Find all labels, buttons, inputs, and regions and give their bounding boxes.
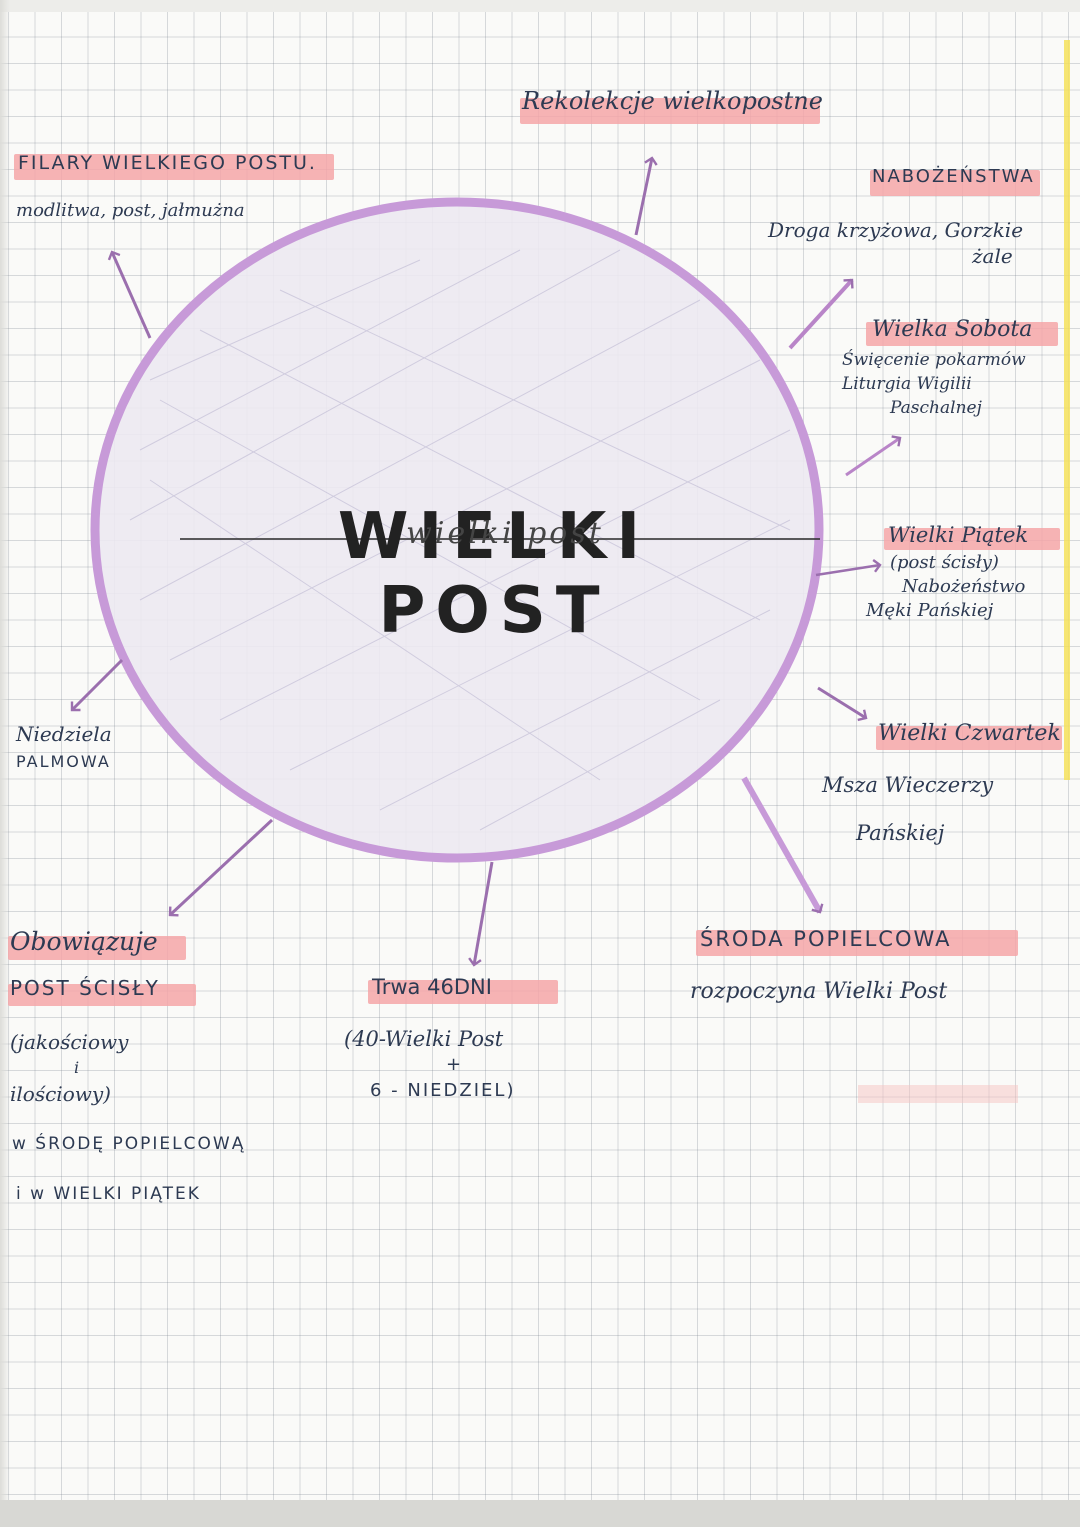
arrow-filary	[107, 250, 152, 339]
label-nabozenstwa-title: NABOŻEŃSTWA	[872, 166, 1035, 187]
highlight-wielka-sobota	[866, 322, 1058, 346]
arrow-wielki-piatek	[815, 559, 882, 577]
label-trwa-line1: (40-Wielki Post	[344, 1027, 504, 1051]
highlight-obowiazuje-line2	[8, 984, 196, 1006]
arrow-niedziela	[70, 658, 124, 712]
arrow-obowiazuje	[168, 818, 274, 917]
arrow-sroda	[741, 776, 824, 914]
label-niedziela-line2: PALMOWA	[16, 752, 111, 771]
center-title-strikeline	[180, 538, 820, 540]
label-wielki-piatek-line3: Męki Pańskiej	[866, 600, 994, 621]
arrow-wielki-czwartek	[817, 686, 868, 722]
label-niedziela-line1: Niedziela	[16, 722, 112, 746]
center-circle-outline	[90, 197, 824, 863]
label-sroda-title: ŚRODA POPIELCOWA	[700, 927, 952, 951]
label-obowiazuje-line5: ilościowy)	[10, 1082, 111, 1106]
arrow-trwa	[468, 861, 494, 967]
label-obowiazuje-line3: (jakościowy	[10, 1030, 129, 1054]
label-sroda-text: rozpoczyna Wielki Post	[690, 979, 948, 1004]
label-wielki-piatek-line2: Nabożeństwo	[902, 576, 1026, 597]
arrow-wielka-sobota	[845, 435, 902, 477]
label-trwa-title: Trwa 46DNI	[372, 975, 492, 999]
label-nabozenstwa-line1: Droga krzyżowa, Gorzkie	[768, 218, 1024, 242]
label-trwa-line3: 6 - NIEDZIEL)	[370, 1080, 516, 1101]
label-trwa-line2: +	[446, 1054, 462, 1075]
label-obowiazuje-line1: Obowiązuje	[10, 927, 158, 956]
label-wielka-sobota-title: Wielka Sobota	[872, 317, 1033, 342]
center-circle-fill	[95, 202, 819, 858]
highlight-nabozenstwa	[870, 170, 1040, 196]
highlight-filary	[14, 154, 334, 180]
label-filary-text: modlitwa, post, jałmużna	[16, 200, 245, 221]
page-top-edge	[0, 0, 1080, 12]
label-wielki-czwartek-line2: Pańskiej	[856, 821, 945, 845]
page-bottom-strip	[0, 1500, 1080, 1527]
highlight-rekolekcje	[520, 98, 820, 124]
label-obowiazuje-line6: w ŚRODĘ POPIELCOWĄ	[12, 1134, 246, 1154]
yellow-marker-edge	[1064, 40, 1070, 780]
center-title-script: wielki post	[406, 516, 604, 551]
label-wielki-czwartek-title: Wielki Czwartek	[878, 721, 1061, 746]
label-wielki-piatek-line1: (post ścisły)	[890, 552, 999, 573]
highlight-sroda	[696, 930, 1018, 956]
highlight-obowiazuje-line1	[8, 936, 186, 960]
label-wielki-piatek-title: Wielki Piątek	[888, 523, 1029, 547]
arrow-nabozenstwa	[788, 278, 854, 350]
label-nabozenstwa-line2: żale	[972, 244, 1013, 268]
label-wielka-sobota-line1: Święcenie pokarmów	[842, 350, 1026, 370]
page-left-shadow	[0, 0, 10, 1527]
label-rekolekcje: Rekolekcje wielkopostne	[522, 87, 823, 115]
highlight-wielki-czwartek	[876, 726, 1062, 750]
label-wielki-czwartek-line1: Msza Wieczerzy	[822, 773, 994, 797]
arrow-rekolekcje	[634, 156, 658, 236]
label-wielka-sobota-line3: Paschalnej	[890, 398, 982, 418]
highlight-wielki-piatek	[884, 528, 1060, 550]
center-circle-scribble	[129, 249, 791, 831]
label-wielka-sobota-line2: Liturgia Wigilii	[842, 374, 972, 394]
center-title: WIELKI POST	[337, 500, 651, 648]
label-obowiazuje-line7: i w WIELKI PIĄTEK	[16, 1184, 201, 1204]
label-obowiazuje-line2: POST ŚCISŁY	[10, 976, 160, 1000]
highlight-trwa	[368, 980, 558, 1004]
faint-highlight-smudge	[858, 1085, 1018, 1103]
label-obowiazuje-line4: i	[74, 1058, 80, 1077]
label-filary-title: FILARY WIELKIEGO POSTU.	[18, 152, 317, 174]
